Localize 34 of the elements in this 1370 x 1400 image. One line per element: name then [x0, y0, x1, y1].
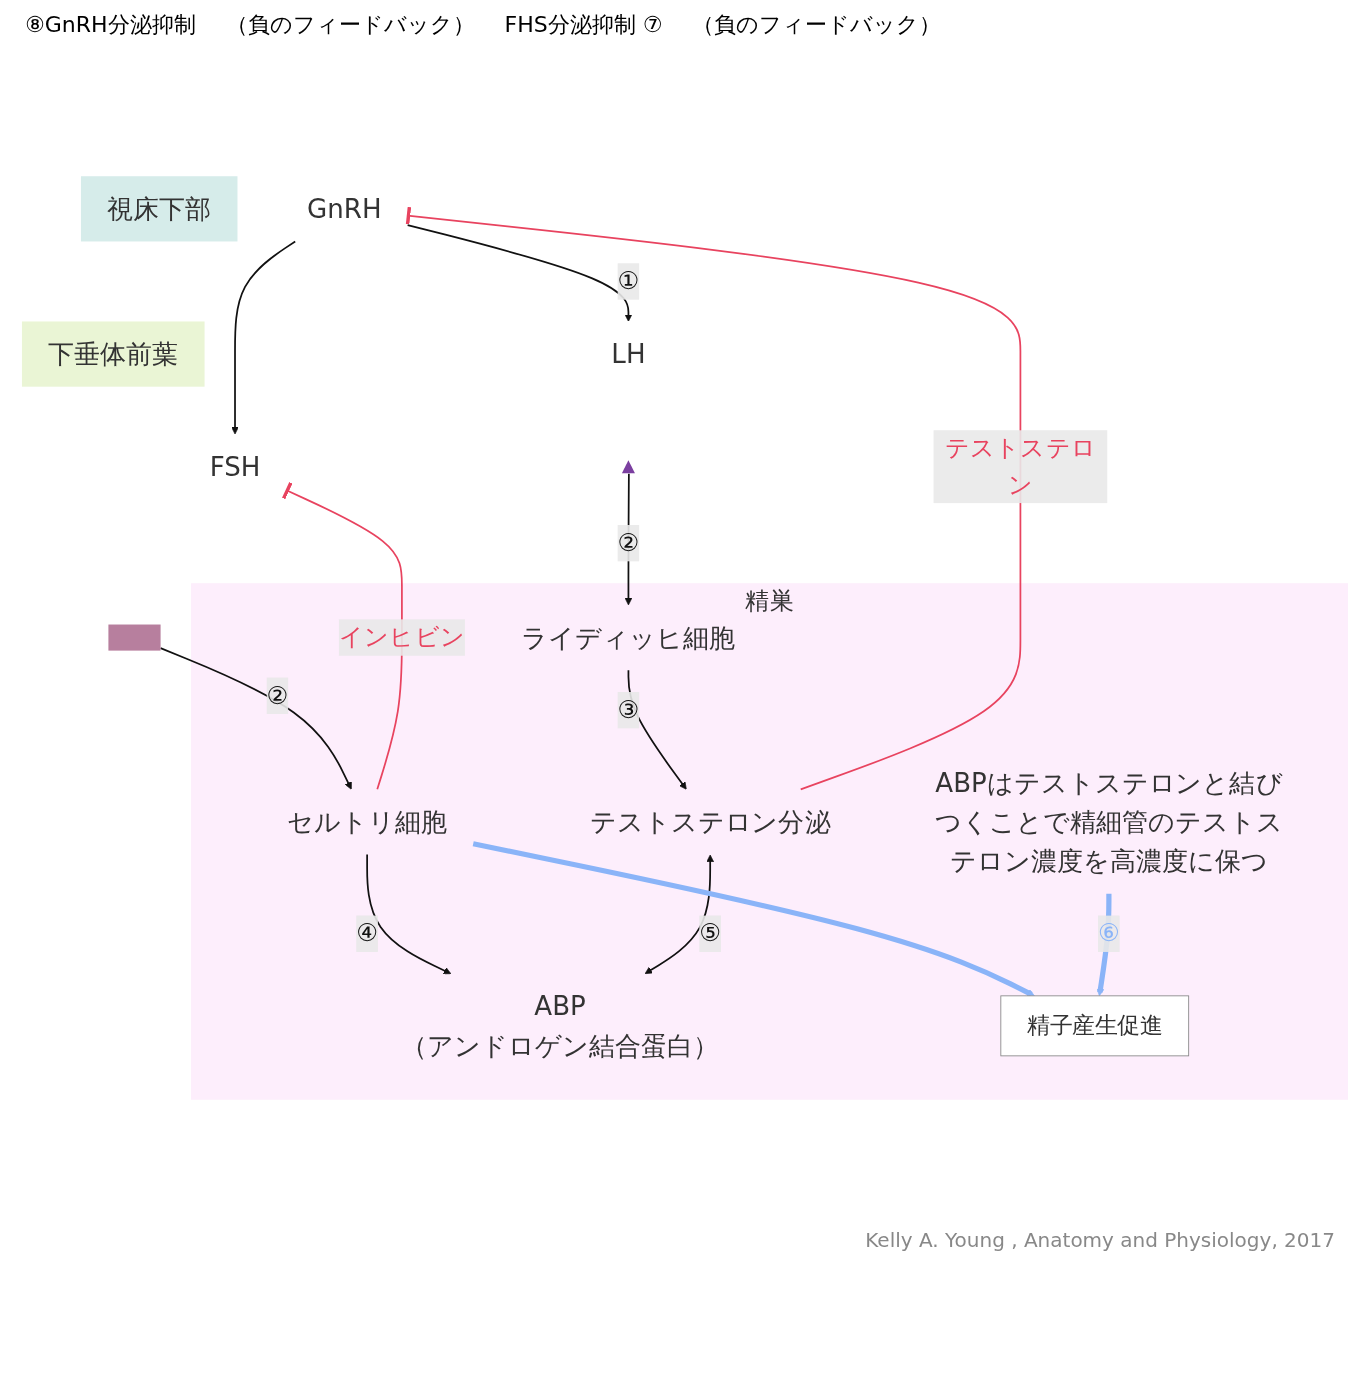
arrow: [406, 224, 633, 322]
note-text: ⑧GnRH分泌抑制: [25, 11, 196, 39]
node-text: ライディッヒ細胞: [521, 622, 736, 653]
edge-label: インヒビン: [338, 622, 465, 652]
edge-label: ①: [617, 266, 640, 296]
arrow: [472, 841, 1035, 997]
arrow: [644, 854, 714, 974]
arrow: [159, 647, 352, 790]
node-box: 下垂体前葉: [21, 321, 205, 387]
arrow: [231, 240, 297, 435]
edge-label: ②: [266, 680, 289, 710]
node-box: 精子産生促進: [1000, 995, 1190, 1057]
node-text: GnRH: [307, 193, 382, 225]
node-text: ABP （アンドロゲン結合蛋白）: [400, 991, 720, 1061]
node-box: [108, 624, 161, 651]
node-text: LH: [611, 338, 646, 370]
node-text: ABPはテストステロンと結びつくことで精細管のテストステロン濃度を高濃度に保つ: [934, 767, 1283, 877]
edge-label: ⑥: [1097, 918, 1120, 948]
caption: Kelly A. Young , Anatomy and Physiology, 2017: [864, 1228, 1335, 1252]
arrow: [366, 853, 452, 975]
note-text: FHS分泌抑制 ⑦: [504, 11, 663, 39]
edge-label: ⑤: [699, 918, 722, 948]
note-text: （負のフィードバック）: [692, 11, 942, 39]
edge-label: ②: [617, 528, 640, 558]
node-text: FSH: [209, 451, 261, 482]
edge-label: ③: [617, 695, 640, 725]
connector: [282, 482, 403, 791]
node-text: セルトリ細胞: [287, 806, 448, 838]
note-text: （負のフィードバック）: [225, 11, 475, 39]
node-triangle: [621, 460, 635, 474]
edge-label: ④: [356, 918, 379, 948]
edge-label: テストステロン: [944, 433, 1097, 499]
node-box: 視床下部: [80, 176, 238, 242]
node-text: テストステロン分泌: [589, 806, 831, 838]
